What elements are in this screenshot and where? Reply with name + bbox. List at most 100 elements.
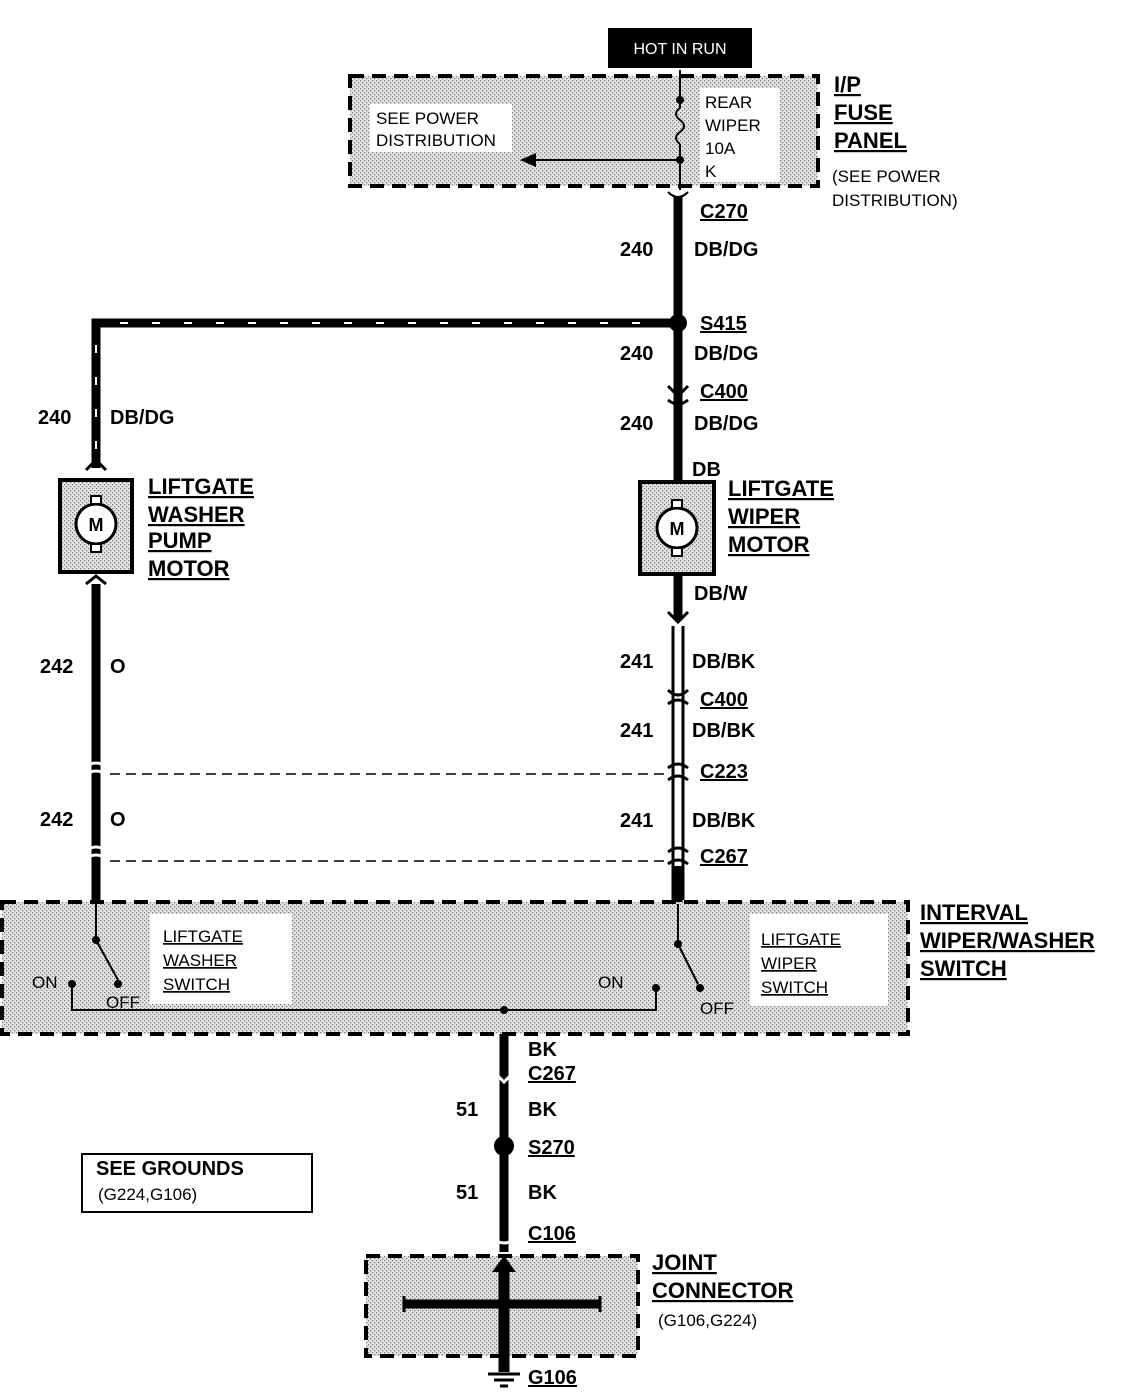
- wire-11-color: O: [110, 809, 126, 831]
- pump-arrow-bottom: [85, 574, 107, 586]
- wiper-switch-off: OFF: [700, 999, 734, 1018]
- washer-pump-label-4: MOTOR: [148, 556, 230, 581]
- wire-13-circuit: 51: [456, 1099, 478, 1121]
- washer-switch-ground-lead: [71, 984, 504, 1011]
- washer-switch-off: OFF: [106, 993, 140, 1012]
- washer-pump-label-3: PUMP: [148, 528, 212, 553]
- connector-c267b: C267: [528, 1063, 576, 1085]
- wire-1-color: DB/DG: [694, 239, 758, 261]
- fuse-panel-title-1: I/P: [834, 72, 861, 97]
- wiper-motor-label-1: LIFTGATE: [728, 476, 834, 501]
- wire-4-circuit: 240: [620, 413, 653, 435]
- washer-switch-label-3: SWITCH: [163, 975, 230, 994]
- connector-c267-left-mark: [83, 845, 109, 854]
- see-power-bg: [370, 104, 512, 152]
- joint-connector-label-2: CONNECTOR: [652, 1278, 793, 1303]
- wire-3-color: DB/DG: [694, 343, 758, 365]
- see-power-line-1: SEE POWER: [376, 109, 479, 128]
- fuse-line-3: 10A: [705, 139, 736, 158]
- fuse-panel-note-1: (SEE POWER: [832, 167, 941, 186]
- wire-5-color: DB: [692, 459, 721, 481]
- switch-assembly-label-3: SWITCH: [920, 956, 1007, 981]
- wiper-switch-label-bg: [750, 914, 888, 1006]
- switch-assembly-label-2: WIPER/WASHER: [920, 928, 1095, 953]
- fuse-panel-note-2: DISTRIBUTION): [832, 191, 958, 210]
- connector-c106-mark: [491, 1236, 517, 1245]
- see-power-line-2: DISTRIBUTION: [376, 131, 496, 150]
- wire-10-circuit: 242: [40, 656, 73, 678]
- washer-switch-label-bg: [150, 914, 292, 1004]
- washer-pump-label-1: LIFTGATE: [148, 474, 254, 499]
- see-grounds-box: [81, 1153, 313, 1213]
- switch-assembly-label-1: INTERVAL: [920, 900, 1028, 925]
- fuse-line-1: REAR: [705, 93, 752, 112]
- washer-pump-brush-top: [90, 495, 102, 505]
- see-grounds-title: SEE GROUNDS: [96, 1158, 244, 1180]
- wire-241-outline: [671, 626, 685, 900]
- fuse-panel-title-2: FUSE: [834, 100, 893, 125]
- washer-switch-label-2: WASHER: [163, 951, 237, 970]
- connector-c267-left-mark-2: [83, 853, 109, 862]
- wire-4-color: DB/DG: [694, 413, 758, 435]
- wire-14-circuit: 51: [456, 1182, 478, 1204]
- connector-c400a-mark: [666, 384, 690, 399]
- washer-pump-symbol: M: [89, 515, 104, 535]
- wiper-motor-label-3: MOTOR: [728, 532, 810, 557]
- wire-14-color: BK: [528, 1182, 557, 1204]
- washer-switch-on: ON: [32, 973, 58, 992]
- wiper-switch-blade: [677, 943, 699, 985]
- connector-c223-left-mark: [83, 761, 109, 770]
- wire-11-circuit: 242: [40, 809, 73, 831]
- ground-g106: G106: [528, 1367, 577, 1389]
- wire-9-color: DB/BK: [692, 810, 756, 832]
- wire-3-circuit: 240: [620, 343, 653, 365]
- wiper-switch-off-contact: [696, 984, 704, 992]
- connector-c400b-mark: [666, 688, 690, 697]
- wiper-motor-label-2: WIPER: [728, 504, 800, 529]
- wire-240-left: [91, 318, 678, 468]
- connector-c400b: C400: [700, 689, 748, 711]
- connector-c223-right-mark: [667, 762, 689, 770]
- connector-c400a: C400: [700, 381, 748, 403]
- wire-12-color: BK: [528, 1039, 557, 1061]
- connector-c267-right-mark: [667, 846, 689, 854]
- fuse-node-top: [676, 96, 684, 104]
- wire-1-circuit: 240: [620, 239, 653, 261]
- wire-6-color: DB/W: [694, 583, 747, 605]
- wiper-motor-brush-top: [671, 499, 683, 509]
- fuse-panel-title-3: PANEL: [834, 128, 907, 153]
- wire-13-color: BK: [528, 1099, 557, 1121]
- connector-c270-mark: [667, 191, 689, 198]
- washer-switch-blade: [95, 939, 119, 981]
- wiper-switch-on: ON: [598, 973, 624, 992]
- wiper-switch-label-2: WIPER: [761, 954, 817, 973]
- wire-8-color: DB/BK: [692, 720, 756, 742]
- splice-s270: [494, 1136, 514, 1156]
- joint-connector-label-1: JOINT: [652, 1250, 717, 1275]
- power-label: HOT IN RUN: [633, 41, 726, 58]
- fuse-label-bg: [700, 88, 780, 182]
- wire-10-color: O: [110, 656, 126, 678]
- wire-junction-mark: [666, 610, 690, 625]
- switch-ground-node: [500, 1006, 508, 1014]
- pump-arrow-top: [84, 457, 108, 472]
- wire-9-circuit: 241: [620, 810, 653, 832]
- power-label-box: [608, 28, 752, 68]
- connector-c106: C106: [528, 1223, 576, 1245]
- connector-c267a: C267: [700, 846, 748, 868]
- splice-s270-label: S270: [528, 1137, 575, 1159]
- wiper-switch-label-1: LIFTGATE: [761, 930, 841, 949]
- washer-pump-brush-bottom: [90, 543, 102, 553]
- connector-c400b-mark-2: [667, 698, 689, 706]
- wire-2-circuit: 240: [38, 407, 71, 429]
- see-grounds-sub: (G224,G106): [98, 1185, 197, 1204]
- wire-8-circuit: 241: [620, 720, 653, 742]
- connector-c223-left-mark-2: [83, 769, 109, 778]
- wiper-switch-ground-lead: [504, 988, 657, 1011]
- wire-7-color: DB/BK: [692, 651, 756, 673]
- wiper-motor-symbol: M: [670, 519, 685, 539]
- washer-pump-label-2: WASHER: [148, 502, 245, 527]
- splice-s415-label: S415: [700, 313, 747, 335]
- connector-c270: C270: [700, 201, 748, 223]
